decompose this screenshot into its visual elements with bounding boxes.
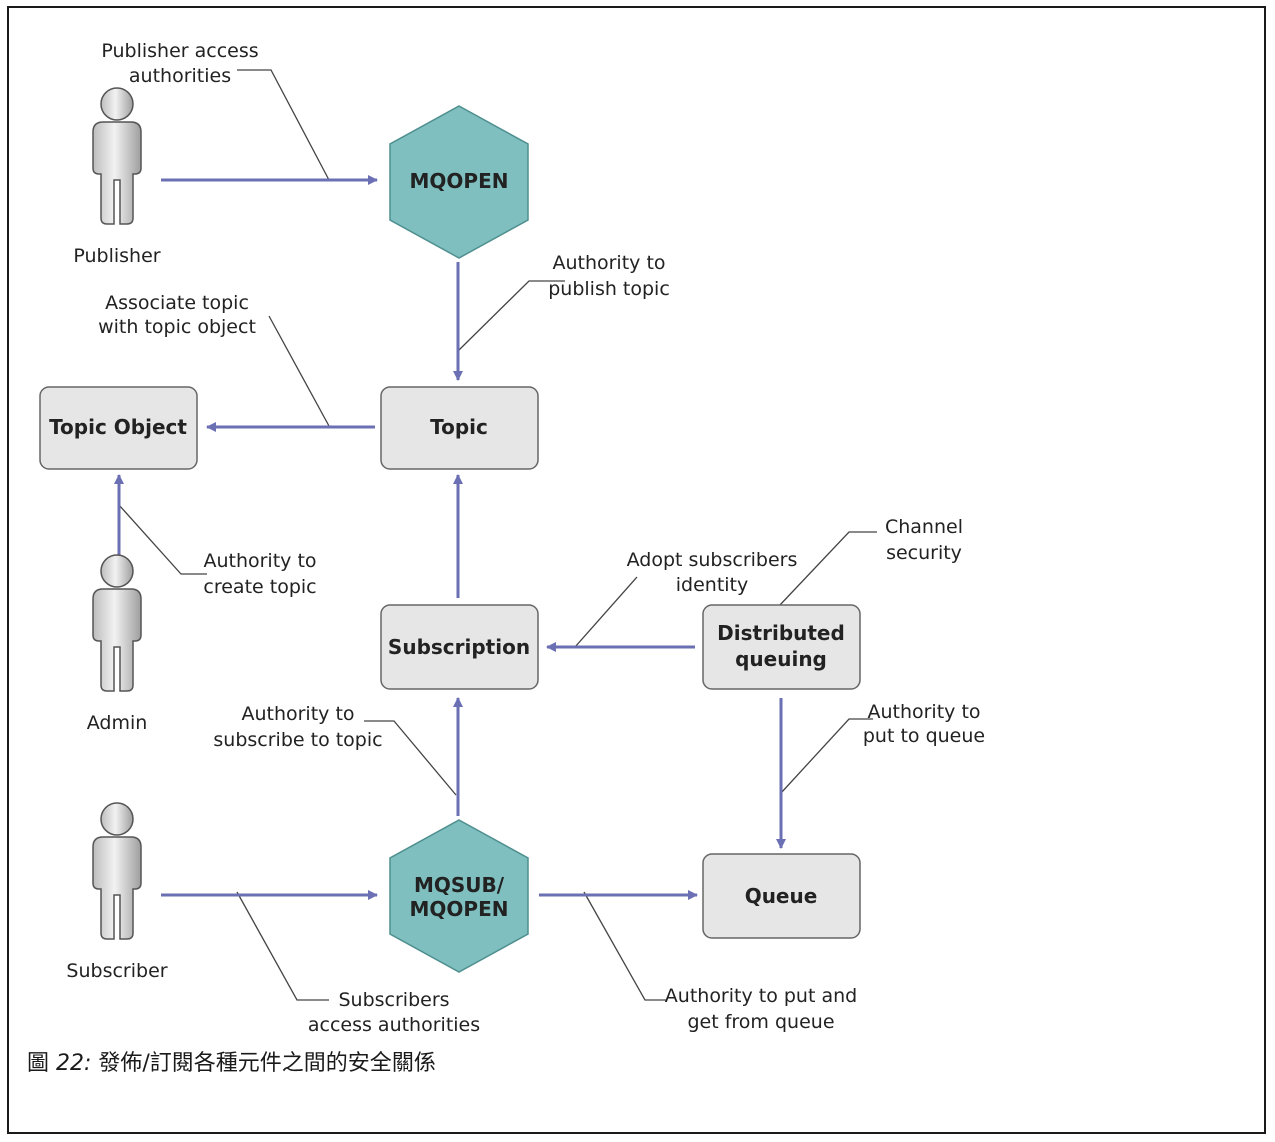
distributed-label-line2: queuing <box>735 647 827 671</box>
mqopen-label: MQOPEN <box>410 169 509 193</box>
associate-topic-line1: Associate topic <box>105 292 249 314</box>
subscriber-label: Subscriber <box>66 960 167 982</box>
put-to-queue-line2: put to queue <box>863 725 985 747</box>
channel-security-line1: Channel <box>885 516 963 538</box>
subscription-box <box>380 604 539 690</box>
admin-person-icon <box>92 554 142 692</box>
put-get-queue-line2: get from queue <box>687 1011 834 1033</box>
put-to-queue-line1: Authority to <box>867 701 980 723</box>
queue-box <box>702 853 861 939</box>
figure-caption: 圖 22: 發佈/訂閱各種元件之間的安全關係 <box>27 1045 436 1077</box>
topic-box <box>380 386 539 470</box>
subscribers-access-line1: Subscribers <box>338 989 449 1011</box>
caption-text: 發佈/訂閱各種元件之間的安全關係 <box>91 1051 436 1076</box>
subscribe-topic-line2: subscribe to topic <box>213 729 382 751</box>
associate-topic-line2: with topic object <box>98 316 256 338</box>
topic-object-label: Topic Object <box>49 415 187 439</box>
put-get-queue-line1: Authority to put and <box>665 985 857 1007</box>
subscriber-person-icon <box>92 802 142 940</box>
caption-number: 22: <box>56 1051 92 1076</box>
subscription-label: Subscription <box>388 635 530 659</box>
adopt-identity-line1: Adopt subscribers <box>627 549 798 571</box>
topic-object-box <box>39 386 198 470</box>
publish-topic-line2: publish topic <box>548 278 670 300</box>
admin-label: Admin <box>87 712 148 734</box>
publisher-access-line2: authorities <box>129 65 231 87</box>
create-topic-line2: create topic <box>203 576 316 598</box>
callout-lines <box>118 69 877 1001</box>
topic-label: Topic <box>430 415 488 439</box>
mqsub-label-line1: MQSUB/ <box>414 873 505 897</box>
queue-label: Queue <box>745 884 818 908</box>
mqsub-label-line2: MQOPEN <box>410 897 509 921</box>
flow-arrows <box>114 175 786 900</box>
publisher-label: Publisher <box>73 245 160 267</box>
create-topic-line1: Authority to <box>203 550 316 572</box>
caption-prefix: 圖 <box>27 1051 56 1076</box>
distributed-label-line1: Distributed <box>717 621 845 645</box>
mqsub-hexagon <box>389 819 529 973</box>
subscribers-access-line2: access authorities <box>308 1014 480 1036</box>
subscribe-topic-line1: Authority to <box>241 703 354 725</box>
publisher-access-line1: Publisher access <box>101 40 258 62</box>
distributed-queuing-box <box>702 604 861 690</box>
publish-topic-line1: Authority to <box>552 252 665 274</box>
channel-security-line2: security <box>886 542 962 564</box>
figure-frame: Publisher Admin Subscriber MQOPEN MQSUB/… <box>7 6 1266 1134</box>
adopt-identity-line2: identity <box>676 574 749 596</box>
publisher-person-icon <box>92 87 142 225</box>
security-diagram: Publisher Admin Subscriber MQOPEN MQSUB/… <box>39 40 985 1036</box>
mqopen-hexagon <box>389 105 529 259</box>
